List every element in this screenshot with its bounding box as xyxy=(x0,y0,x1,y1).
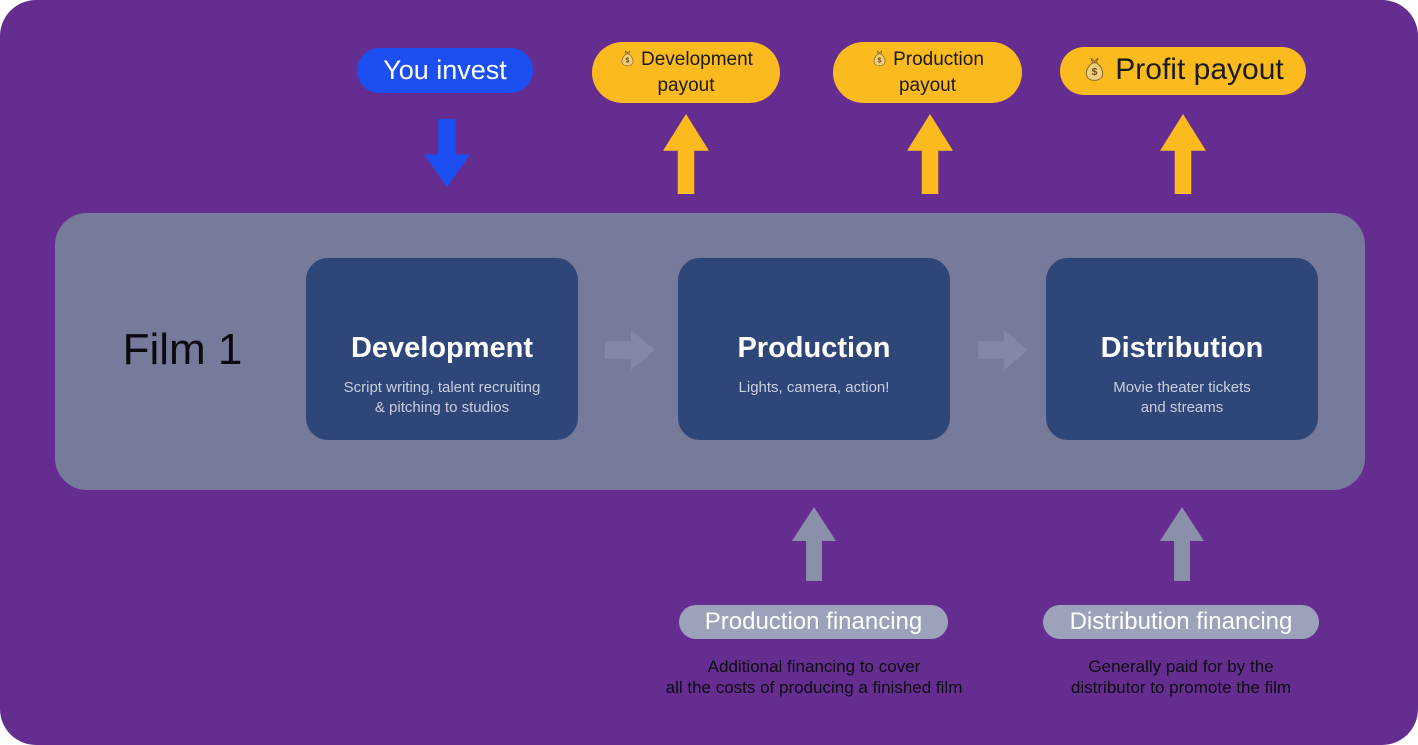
svg-text:$: $ xyxy=(626,56,630,64)
money-bag-icon: $ xyxy=(619,49,636,74)
profit-payout-up-arrow xyxy=(1160,114,1206,194)
production-financing-up-arrow xyxy=(792,507,836,581)
profit-payout-pill: $ Profit payout xyxy=(1060,47,1306,95)
payout-label: Production payout xyxy=(893,48,984,96)
distribution-financing-pill: Distribution financing xyxy=(1043,605,1319,639)
distribution-financing-up-arrow xyxy=(1160,507,1204,581)
you-invest-pill: You invest xyxy=(357,48,533,93)
payout-label: Development payout xyxy=(641,48,753,96)
production-financing-pill: Production financing xyxy=(679,605,948,639)
stage-card-development: Development Script writing, talent recru… xyxy=(306,258,578,440)
stage-title: Development xyxy=(350,332,534,364)
you-invest-label: You invest xyxy=(383,55,507,85)
development-payout-pill: $ Development payout xyxy=(592,42,780,103)
stage-subtitle: Lights, camera, action! xyxy=(738,379,890,396)
financing-label: Production financing xyxy=(704,608,923,635)
stage-subtitle: Script writing, talent recruiting & pitc… xyxy=(343,379,541,416)
payout-label: Profit payout xyxy=(1115,52,1284,86)
stage-card-distribution: Distribution Movie theater tickets and s… xyxy=(1046,258,1318,440)
production-financing-caption: Additional financing to cover all the co… xyxy=(665,657,963,697)
development-payout-up-arrow xyxy=(663,114,709,194)
production-payout-pill: $ Production payout xyxy=(833,42,1022,103)
money-bag-icon: $ xyxy=(871,49,888,74)
financing-label: Distribution financing xyxy=(1069,608,1293,635)
invest-down-arrow xyxy=(424,119,470,187)
money-bag-icon: $ xyxy=(1082,56,1107,90)
svg-text:$: $ xyxy=(878,56,882,64)
svg-text:$: $ xyxy=(1092,67,1098,78)
distribution-financing-caption: Generally paid for by the distributor to… xyxy=(1070,657,1292,697)
stage-title: Production xyxy=(737,332,891,364)
stage-title: Distribution xyxy=(1100,332,1264,364)
stage-card-production: Production Lights, camera, action! xyxy=(678,258,950,440)
production-payout-up-arrow xyxy=(907,114,953,194)
film-label: Film 1 xyxy=(122,325,243,374)
stage-subtitle: Movie theater tickets and streams xyxy=(1113,379,1251,416)
